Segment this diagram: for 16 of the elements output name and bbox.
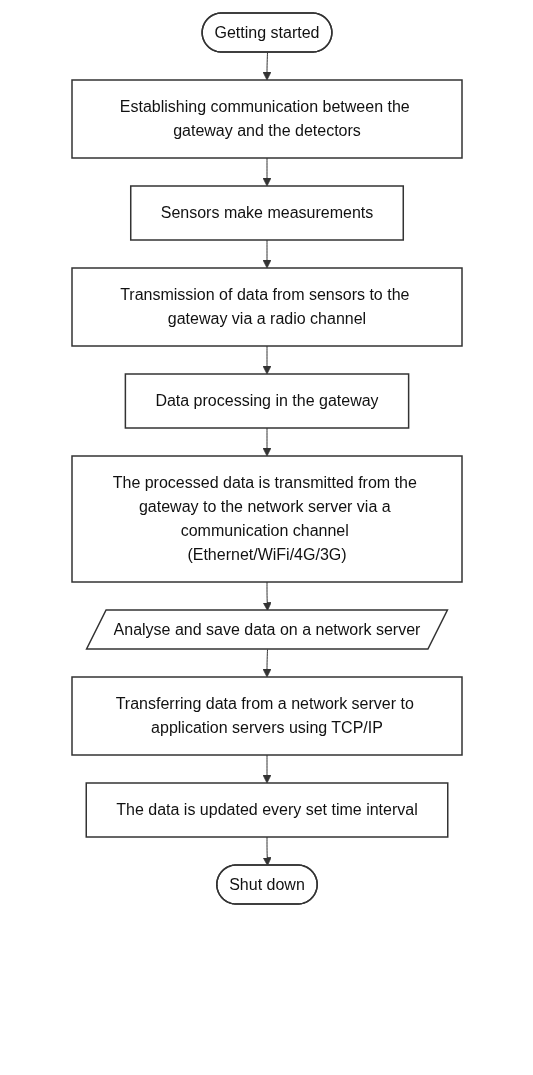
arrow — [262, 345, 271, 375]
node-box: Transmission of data from sensors to the gateway via a radio channel — [70, 267, 463, 347]
arrow — [262, 427, 271, 457]
node-box: Establishing communication between the gateway and the detectors — [70, 79, 463, 159]
arrow — [262, 52, 271, 81]
node-box: The data is updated every set time interval — [85, 782, 448, 838]
arrow — [262, 754, 271, 784]
arrow — [262, 649, 271, 678]
node-box: Sensors make measurements — [129, 185, 404, 241]
arrow — [262, 836, 272, 866]
node-box: Data processing in the gateway — [124, 373, 409, 429]
arrow — [262, 581, 272, 611]
node-box: Transferring data from a network server to application servers using TCP/IP — [70, 676, 463, 756]
arrow — [262, 239, 271, 269]
node-box: The processed data is transmitted from the gateway to the network server via a communication channel (Ethernet/WiFi/4G/3G) — [70, 455, 463, 583]
arrow — [262, 157, 271, 187]
